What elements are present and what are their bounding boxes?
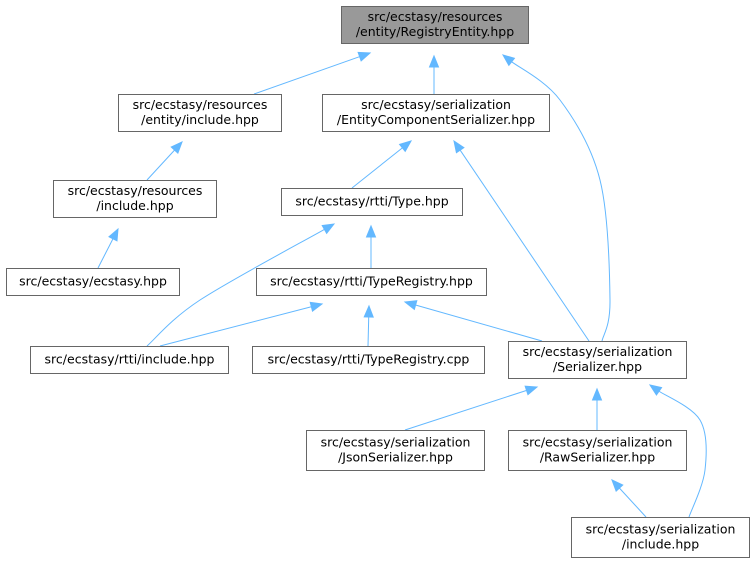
edge-entity_component_serializer-to-registry_entity	[428, 54, 440, 94]
edge-serializer_hpp-to-registry_entity	[501, 54, 611, 342]
node-box	[341, 6, 529, 44]
edge-arrowhead	[428, 54, 440, 68]
node-box	[508, 430, 687, 471]
edge-arrowhead	[398, 140, 413, 153]
edge-arrowhead	[309, 301, 324, 312]
edge-arrowhead	[524, 385, 539, 396]
edge-line	[404, 389, 528, 431]
node-label-line: src/ecstasy/resources	[133, 97, 268, 112]
node-box	[252, 346, 485, 374]
edge-json_serializer-to-serializer_hpp	[404, 385, 539, 431]
node-label-line: /EntityComponentSerializer.hpp	[337, 112, 535, 127]
node-json-serializer[interactable]: src/ecstasy/serialization/JsonSerializer…	[306, 430, 485, 471]
edge-line	[351, 146, 404, 189]
node-resources-include[interactable]: src/ecstasy/resources/include.hpp	[53, 180, 217, 218]
node-box	[53, 180, 217, 218]
edge-arrowhead	[453, 139, 465, 154]
edge-line	[657, 390, 707, 518]
edge-serializer_hpp-to-entity_component_serializer	[453, 139, 590, 342]
node-label-line: src/ecstasy/serialization	[361, 97, 511, 112]
edge-arrowhead	[363, 304, 374, 318]
edge-type_hpp-to-entity_component_serializer	[351, 140, 413, 189]
node-box	[30, 346, 229, 374]
edge-line	[253, 55, 361, 95]
node-serializer-hpp[interactable]: src/ecstasy/serialization/Serializer.hpp	[508, 341, 687, 379]
node-registry-entity: src/ecstasy/resources/entity/RegistryEnt…	[341, 6, 529, 44]
edge-arrowhead	[611, 479, 624, 493]
edge-arrowhead	[501, 54, 516, 67]
edge-raw_serializer-to-serializer_hpp	[591, 387, 603, 430]
edge-type_registry_hpp-to-type_hpp	[365, 224, 377, 268]
edge-arrowhead	[108, 227, 119, 242]
node-label-line: src/ecstasy/resources	[68, 183, 203, 198]
edge-line	[459, 149, 590, 342]
node-serialization-include[interactable]: src/ecstasy/serialization/include.hpp	[571, 517, 750, 558]
node-entity-component-serializer[interactable]: src/ecstasy/serialization/EntityComponen…	[322, 94, 550, 132]
edge-line	[97, 237, 114, 269]
edge-arrowhead	[357, 51, 372, 62]
node-label-line: src/ecstasy/serialization	[321, 435, 471, 450]
node-label-line: src/ecstasy/ecstasy.hpp	[19, 274, 167, 289]
node-box	[508, 341, 687, 379]
node-label-line: /JsonSerializer.hpp	[338, 450, 453, 465]
edge-line	[367, 315, 370, 347]
node-box	[571, 517, 750, 558]
edge-ecstasy_hpp-to-resources_include	[97, 227, 119, 269]
node-label-line: src/ecstasy/serialization	[523, 435, 673, 450]
node-box	[281, 188, 463, 216]
edge-rtti_include-to-type_registry_hpp	[159, 301, 324, 347]
edge-arrowhead	[648, 384, 663, 396]
node-label-line: src/ecstasy/rtti/Type.hpp	[295, 194, 448, 209]
node-label-line: /entity/include.hpp	[141, 112, 259, 127]
nodes-layer: src/ecstasy/resources/entity/RegistryEnt…	[6, 6, 750, 558]
edge-line	[618, 487, 647, 518]
edge-line	[414, 304, 543, 342]
node-label-line: src/ecstasy/rtti/TypeRegistry.cpp	[268, 352, 470, 367]
node-label-line: /include.hpp	[622, 537, 699, 552]
node-label-line: /RawSerializer.hpp	[540, 450, 655, 465]
edge-line	[510, 60, 611, 342]
edge-serialization_include-to-serializer_hpp	[648, 384, 707, 518]
edge-resources_include-to-entity_include	[146, 141, 183, 181]
edge-arrowhead	[321, 223, 336, 235]
node-label-line: src/ecstasy/serialization	[586, 522, 736, 537]
edge-arrowhead	[591, 387, 603, 401]
node-ecstasy-hpp[interactable]: src/ecstasy/ecstasy.hpp	[6, 268, 180, 296]
node-entity-include[interactable]: src/ecstasy/resources/entity/include.hpp	[118, 94, 282, 132]
node-box	[322, 94, 550, 132]
node-raw-serializer[interactable]: src/ecstasy/serialization/RawSerializer.…	[508, 430, 687, 471]
node-type-registry-cpp[interactable]: src/ecstasy/rtti/TypeRegistry.cpp	[252, 346, 485, 374]
node-box	[6, 268, 180, 296]
node-box	[118, 94, 282, 132]
node-label-line: src/ecstasy/resources	[368, 9, 503, 24]
node-label-line: src/ecstasy/rtti/TypeRegistry.hpp	[270, 274, 473, 289]
node-box	[256, 268, 487, 296]
edge-serializer_hpp-to-type_registry_hpp	[403, 300, 543, 342]
node-box	[306, 430, 485, 471]
edge-type_registry_cpp-to-type_registry_hpp	[363, 304, 374, 347]
node-type-hpp[interactable]: src/ecstasy/rtti/Type.hpp	[281, 188, 463, 216]
edge-arrowhead	[170, 141, 183, 155]
node-rtti-include[interactable]: src/ecstasy/rtti/include.hpp	[30, 346, 229, 374]
edge-entity_include-to-registry_entity	[253, 51, 372, 95]
node-label-line: src/ecstasy/rtti/include.hpp	[45, 352, 215, 367]
edge-arrowhead	[403, 300, 418, 311]
edge-line	[159, 306, 313, 347]
edge-line	[146, 228, 326, 347]
node-type-registry-hpp[interactable]: src/ecstasy/rtti/TypeRegistry.hpp	[256, 268, 487, 296]
node-label-line: /include.hpp	[96, 198, 173, 213]
edge-line	[146, 149, 176, 181]
edges-layer	[97, 51, 707, 518]
node-label-line: src/ecstasy/serialization	[523, 344, 673, 359]
edge-serialization_include-to-raw_serializer	[611, 479, 647, 518]
edge-rtti_include-to-type_hpp	[146, 223, 336, 347]
node-label-line: /entity/RegistryEntity.hpp	[356, 24, 514, 39]
node-label-line: /Serializer.hpp	[553, 359, 642, 374]
edge-arrowhead	[365, 224, 377, 238]
